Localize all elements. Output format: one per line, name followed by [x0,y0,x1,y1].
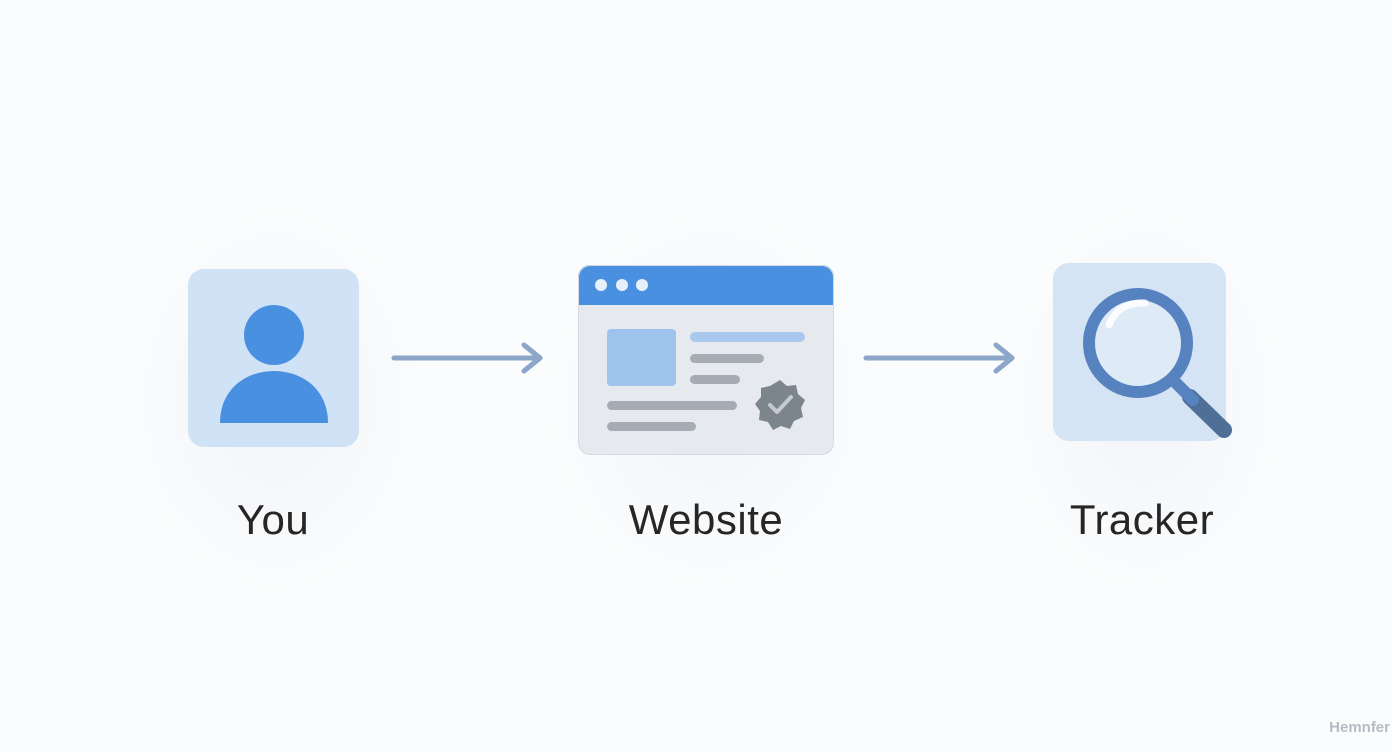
verified-badge-icon [755,380,805,430]
node-label-you: You [236,496,310,543]
user-icon [220,305,328,423]
arrow-right-icon [391,342,543,374]
user-tile [188,269,359,447]
node-label-website: Website [628,496,784,543]
watermark: Hemnfer [1329,719,1390,736]
browser-window-icon [578,265,834,455]
arrow-right-icon [863,342,1015,374]
node-label-tracker: Tracker [1069,496,1215,543]
magnifying-glass-icon [1083,288,1232,438]
